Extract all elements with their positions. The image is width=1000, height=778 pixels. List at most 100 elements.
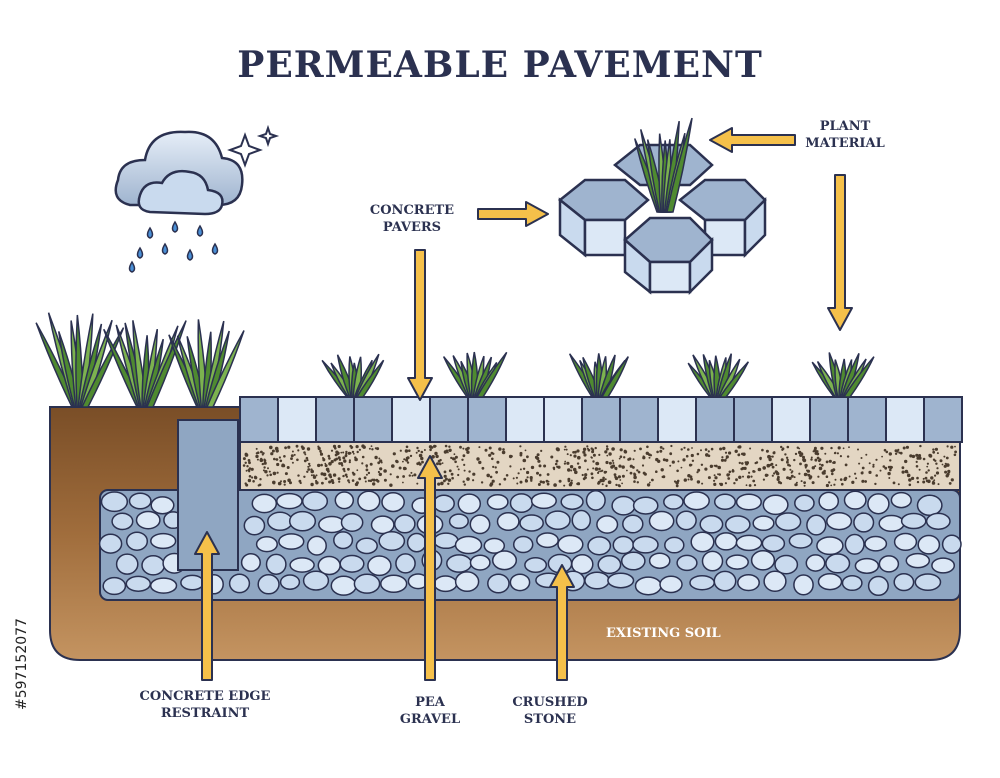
gravel-dot xyxy=(944,470,948,474)
gravel-dot xyxy=(537,483,541,486)
gravel-dot xyxy=(946,445,949,448)
crushed-stone xyxy=(584,571,610,590)
gravel-dot xyxy=(466,450,470,454)
gravel-dot xyxy=(798,472,801,475)
gravel-dot xyxy=(719,447,723,451)
gravel-dot xyxy=(718,473,721,476)
gravel-dot xyxy=(255,454,259,459)
gravel-dot xyxy=(894,452,898,455)
gravel-dot xyxy=(887,471,891,476)
gravel-dot xyxy=(874,482,877,486)
crushed-stone xyxy=(149,577,178,594)
gravel-dot xyxy=(799,462,802,466)
gravel-dot xyxy=(329,475,332,478)
gravel-dot xyxy=(830,469,834,473)
crushed-stone xyxy=(357,490,381,512)
paver-block xyxy=(771,396,811,443)
gravel-dot xyxy=(926,462,930,465)
gravel-dot xyxy=(771,465,775,469)
gravel-dot xyxy=(332,473,337,477)
gravel-dot xyxy=(317,446,321,451)
gravel-dot xyxy=(365,473,368,476)
gravel-dot xyxy=(629,471,633,475)
crushed-stone xyxy=(457,493,482,515)
gravel-dot xyxy=(727,477,731,480)
crushed-stone xyxy=(676,554,698,572)
gravel-dot xyxy=(648,456,651,459)
gravel-dot xyxy=(328,462,332,466)
crushed-stone xyxy=(180,574,205,591)
gravel-dot xyxy=(440,481,444,486)
gravel-dot xyxy=(832,461,835,464)
gravel-dot xyxy=(795,483,798,487)
crushed-stone xyxy=(240,552,261,573)
gravel-dot xyxy=(688,463,692,467)
gravel-dot xyxy=(602,476,605,480)
gravel-dot xyxy=(348,481,351,484)
gravel-dot xyxy=(410,471,413,474)
gravel-dot xyxy=(342,451,345,454)
gravel-dot xyxy=(570,479,573,482)
gravel-dot xyxy=(463,483,466,486)
gravel-dot xyxy=(319,449,322,453)
crushed-stone xyxy=(931,557,956,574)
gravel-dot xyxy=(462,454,466,458)
gravel-dot xyxy=(515,476,519,479)
gravel-dot xyxy=(415,451,418,454)
gravel-dot xyxy=(611,464,616,468)
gravel-dot xyxy=(383,478,387,482)
gravel-dot xyxy=(538,473,542,477)
gravel-dot xyxy=(437,482,441,486)
crushed-stone xyxy=(620,551,646,571)
crushed-stone xyxy=(585,489,606,511)
gravel-dot xyxy=(268,470,271,473)
gravel-dot xyxy=(491,457,494,461)
crushed-stone xyxy=(469,514,491,535)
gravel-dot xyxy=(338,458,342,461)
crushed-stone xyxy=(878,555,900,573)
label-edge-line2: RESTRAINT xyxy=(160,706,250,721)
gravel-dot xyxy=(591,448,595,452)
gravel-dot xyxy=(309,464,311,467)
gravel-dot xyxy=(564,460,567,463)
gravel-dot xyxy=(447,482,450,485)
gravel-dot xyxy=(726,473,730,477)
gravel-dot xyxy=(303,475,306,478)
gravel-dot xyxy=(263,461,267,465)
label-concrete-pavers-line2: PAVERS xyxy=(382,220,442,235)
gravel-dot xyxy=(416,482,419,485)
gravel-dot xyxy=(315,481,319,485)
gravel-dot xyxy=(436,462,439,466)
gravel-dot xyxy=(865,453,868,456)
gravel-dot xyxy=(435,454,439,459)
crushed-stone xyxy=(125,531,149,551)
gravel-dot xyxy=(875,474,878,477)
gravel-dot xyxy=(806,469,808,472)
gravel-dot xyxy=(811,466,815,470)
gravel-dot xyxy=(950,478,954,482)
gravel-dot xyxy=(405,456,409,460)
stock-id: #597152077 xyxy=(14,618,30,710)
crushed-stone xyxy=(406,532,427,553)
crushed-stone xyxy=(914,573,942,591)
gravel-dot xyxy=(649,454,653,457)
gravel-dot xyxy=(486,473,491,478)
gravel-dot xyxy=(443,479,446,483)
gravel-dot xyxy=(494,466,497,469)
gravel-dot xyxy=(576,482,579,486)
gravel-dot xyxy=(463,463,466,466)
gravel-dot xyxy=(584,459,587,463)
gravel-dot xyxy=(690,453,694,458)
crushed-stone xyxy=(867,493,890,515)
gravel-dot xyxy=(922,480,926,484)
gravel-dot xyxy=(794,452,798,456)
gravel-dot xyxy=(563,448,566,451)
crushed-stone xyxy=(395,553,416,574)
gravel-dot xyxy=(330,449,334,452)
gravel-dot xyxy=(275,449,279,453)
gravel-dot xyxy=(554,462,558,466)
gravel-dot xyxy=(818,466,823,471)
gravel-dot xyxy=(522,467,526,470)
gravel-dot xyxy=(917,454,920,457)
gravel-dot xyxy=(269,473,273,477)
